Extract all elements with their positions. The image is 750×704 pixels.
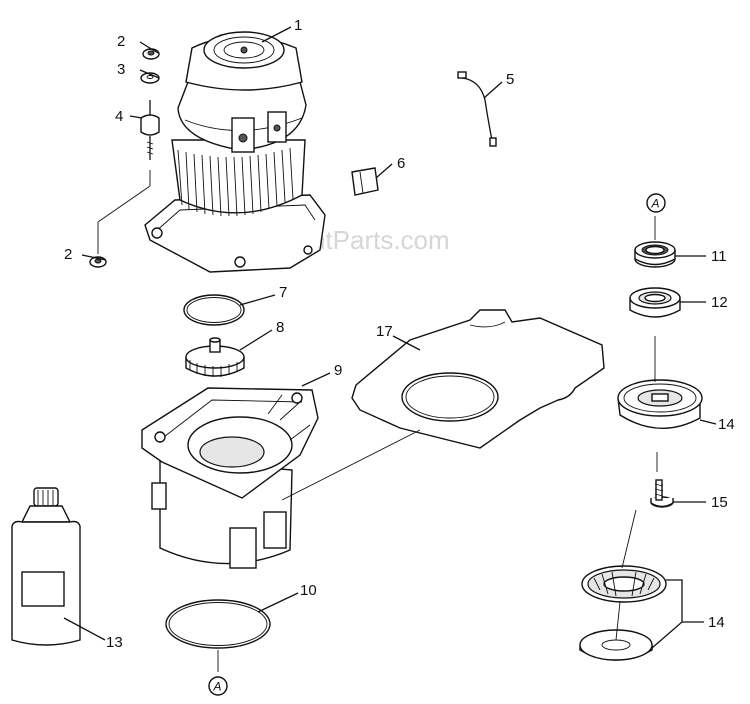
callout-7: 7 <box>279 284 287 301</box>
part-o-ring-lower <box>165 599 271 649</box>
part-seal <box>634 241 676 268</box>
reference-mark-top: A <box>646 193 666 213</box>
part-motor <box>144 31 326 273</box>
part-gear <box>185 337 245 377</box>
callout-11: 11 <box>711 248 727 265</box>
callout-labels: 1 2 3 4 2 5 6 7 8 9 10 13 17 11 12 14 15… <box>64 17 735 651</box>
callout-14-upper: 14 <box>718 416 735 433</box>
callout-12: 12 <box>711 294 728 311</box>
callout-8: 8 <box>276 319 284 336</box>
callout-2-bottom: 2 <box>64 246 72 263</box>
svg-text:A: A <box>213 680 222 694</box>
callout-13: 13 <box>106 634 123 651</box>
part-wobble-plate <box>617 379 703 429</box>
callout-1: 1 <box>294 17 302 34</box>
part-clip <box>351 167 379 196</box>
callout-2-top: 2 <box>117 33 125 50</box>
part-screw <box>650 479 674 508</box>
reference-mark-bottom: A <box>208 676 228 696</box>
part-oil-bottle <box>11 487 81 646</box>
callout-4: 4 <box>115 108 123 125</box>
part-housing <box>141 387 319 569</box>
callout-14-lower: 14 <box>708 614 725 631</box>
part-wire <box>457 71 497 147</box>
part-stud <box>140 100 160 160</box>
part-o-ring-upper <box>183 294 245 326</box>
callout-5: 5 <box>506 71 514 88</box>
callout-17: 17 <box>376 323 393 340</box>
part-thrust-washer <box>579 629 653 661</box>
callout-15: 15 <box>711 494 728 511</box>
part-bearing <box>629 287 681 318</box>
callout-3: 3 <box>117 61 125 78</box>
callout-10: 10 <box>300 582 317 599</box>
svg-text:A: A <box>651 197 660 211</box>
part-nut-top <box>142 48 160 60</box>
part-gasket-sheet <box>351 309 605 449</box>
leader-lines <box>63 26 717 649</box>
callout-6: 6 <box>397 155 405 172</box>
assembly-lines <box>97 170 658 672</box>
part-thrust-bearing <box>581 565 667 603</box>
callout-9: 9 <box>334 362 342 379</box>
